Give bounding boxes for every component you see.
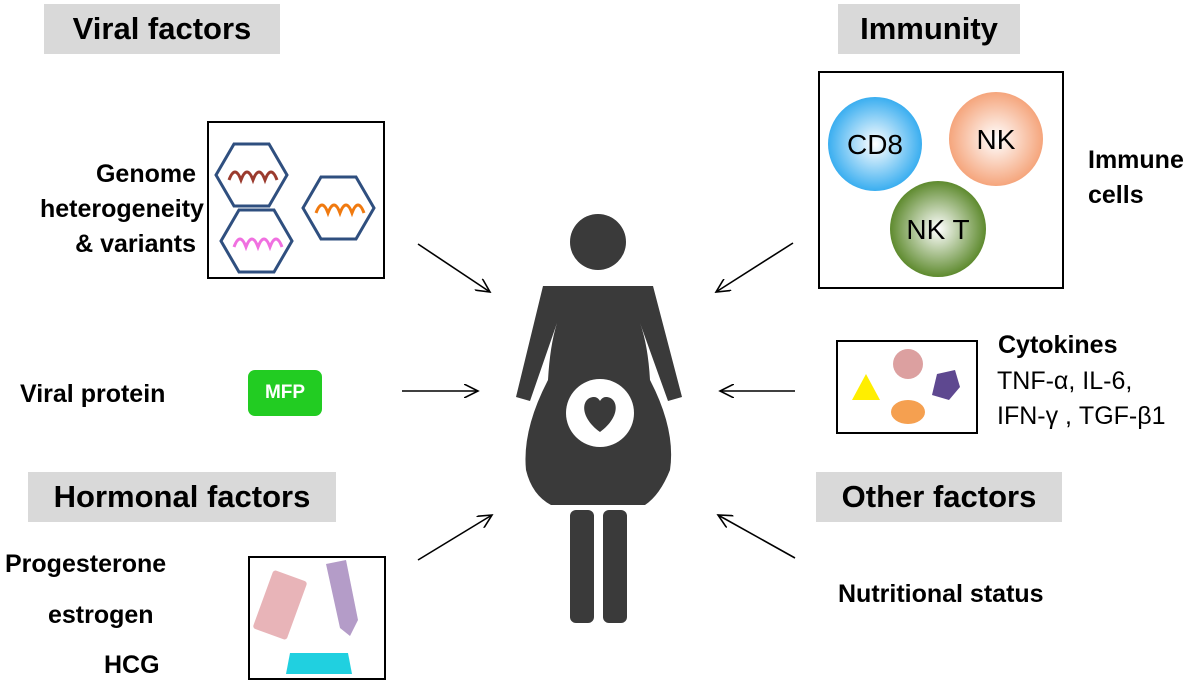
virus-hexagon-red — [214, 142, 289, 208]
virus-hexagon-orange — [301, 175, 376, 241]
cd8-label: CD8 — [847, 129, 903, 160]
immune-cells-box: CD8 NK NK T — [818, 71, 1064, 289]
immunity-header: Immunity — [838, 4, 1020, 54]
nutritional-status-label: Nutritional status — [838, 580, 1044, 608]
genome-wave-pink — [232, 237, 284, 252]
hormone-shape-pink — [253, 570, 307, 640]
virus-hexagons — [214, 142, 376, 274]
immune-cells-label: Immune cells — [1088, 146, 1184, 209]
hormone-shapes — [253, 560, 358, 674]
virus-hexagon-pink — [219, 208, 294, 274]
other-factors-header: Other factors — [816, 472, 1062, 522]
arrow-genome — [417, 243, 490, 292]
cytokines-title: Cytokines — [998, 331, 1118, 359]
heart-icon — [584, 397, 616, 432]
genome-box — [207, 121, 385, 279]
mfp-badge: MFP — [248, 370, 322, 416]
cytokine-shape-pink — [893, 349, 923, 379]
genome-label: Genome heterogeneity & variants — [40, 160, 204, 258]
hormone-shape-purple — [326, 560, 358, 636]
cytokine-box — [836, 340, 978, 434]
nk-cell — [949, 92, 1043, 186]
nkt-label: NK T — [906, 214, 969, 245]
cytokine-shape-orange — [891, 400, 925, 424]
cytokine-shapes — [852, 349, 960, 424]
hormonal-factors-header: Hormonal factors — [28, 472, 336, 522]
cytokine-shape-purple — [932, 370, 960, 400]
cytokines-list-line-1: TNF-α, IL-6, — [997, 367, 1133, 395]
pregnant-woman-icon — [516, 214, 682, 623]
cd8-cell — [828, 97, 922, 191]
arrow-other — [718, 515, 796, 559]
viral-factors-header: Viral factors — [44, 4, 280, 54]
hormone-estrogen: estrogen — [48, 601, 154, 629]
immune-cells-graphic: CD8 NK NK T — [828, 92, 1043, 277]
hormone-shape-cyan — [286, 653, 352, 674]
cytokines-list-line-2: IFN-γ , TGF-β1 — [997, 402, 1166, 430]
hormone-progesterone: Progesterone — [5, 550, 167, 578]
cytokine-shape-yellow — [852, 374, 880, 400]
nk-label: NK — [977, 124, 1016, 155]
hormone-hcg: HCG — [104, 651, 160, 679]
arrow-hormonal — [417, 515, 492, 561]
hormone-box — [248, 556, 386, 680]
genome-wave-red — [227, 170, 279, 185]
genome-wave-orange — [314, 203, 366, 218]
nkt-cell — [890, 181, 986, 277]
viral-protein-label: Viral protein — [20, 380, 166, 408]
arrow-immune-cells — [716, 242, 794, 292]
